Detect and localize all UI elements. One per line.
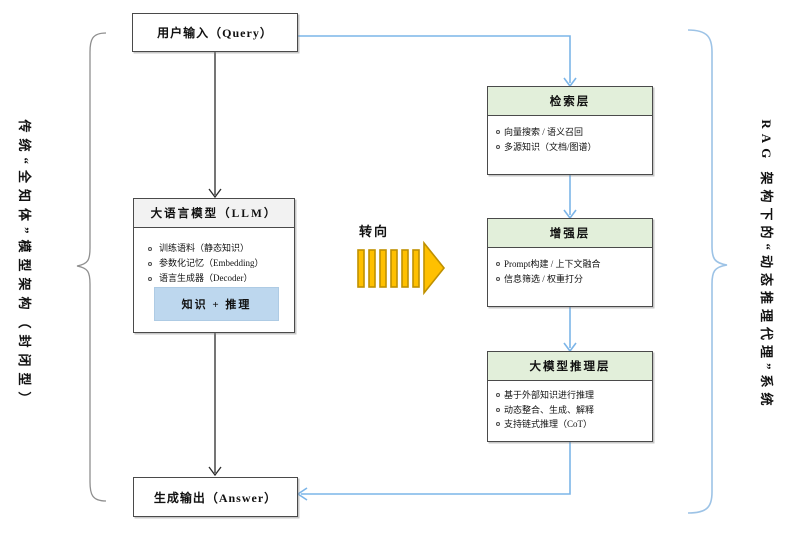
stripe-bar [379,249,387,288]
circle-bullet-icon [496,276,500,281]
arrow-reasoning-to-answer [301,442,571,495]
arrow-query-to-retrieval [298,35,571,83]
stripe-bar [357,249,365,288]
augmentation-layer-box: 增强层 Prompt构建 / 上下文融合 信息筛选 / 权重打分 [487,218,653,307]
retrieval-item-label: 多源知识（文档/图谱） [504,141,597,152]
circle-bullet-icon [496,130,500,135]
list-item: 基于外部知识进行推理 [496,388,646,403]
retrieval-layer-body: 向量搜索 / 语义召回 多源知识（文档/图谱） [488,116,652,154]
circle-bullet-icon [496,144,500,149]
circle-bullet-icon [496,422,500,427]
arrowhead-llm-to-answer [208,466,222,477]
list-item: 训练语料（静态知识） [148,241,288,256]
circle-bullet-icon [148,261,152,266]
stripe-bar [390,249,398,288]
retrieval-layer-box: 检索层 向量搜索 / 语义召回 多源知识（文档/图谱） [487,86,653,175]
right-architecture-label: RAG 架构下的“动态推理代理”系统 [759,119,775,411]
augmentation-item-label: Prompt构建 / 上下文融合 [504,259,601,269]
stripe-bar [412,249,420,288]
circle-bullet-icon [496,262,500,267]
llm-box-body: 训练语料（静态知识） 参数化记忆（Embedding） 语言生成器（Decode… [134,228,294,286]
stripe-bar [401,249,409,288]
answer-box: 生成输出（Answer） [133,477,298,517]
list-item: 向量搜索 / 语义召回 [496,125,646,140]
reasoning-layer-body: 基于外部知识进行推理 动态整合、生成、解释 支持链式推理（CoT） [488,381,652,432]
arrowhead-transition [423,240,446,296]
llm-item-label: 语言生成器（Decoder） [159,273,253,283]
reasoning-layer-box: 大模型推理层 基于外部知识进行推理 动态整合、生成、解释 支持链式推理（CoT） [487,351,653,442]
black-arrows [208,52,222,477]
arrowhead-query-to-llm [208,188,222,199]
left-architecture-label: 传统“全知体”模型架构（封闭型） [17,119,33,411]
llm-box: 大语言模型（LLM） 训练语料（静态知识） 参数化记忆（Embedding） 语… [133,198,295,333]
augmentation-layer-body: Prompt构建 / 上下文融合 信息筛选 / 权重打分 [488,248,652,286]
list-item: Prompt构建 / 上下文融合 [496,257,646,272]
reasoning-item-label: 动态整合、生成、解释 [504,404,595,415]
left-brace [76,32,107,502]
transition-label: 转向 [358,224,389,239]
reasoning-layer-header: 大模型推理层 [488,352,652,381]
list-item: 信息筛选 / 权重打分 [496,272,646,287]
stripe-bar [368,249,376,288]
reasoning-item-label: 支持链式推理（CoT） [504,419,593,429]
query-box: 用户输入（Query） [132,13,298,52]
llm-box-header: 大语言模型（LLM） [134,199,294,228]
llm-item-label: 参数化记忆（Embedding） [159,258,264,268]
augmentation-layer-header: 增强层 [488,219,652,248]
retrieval-item-label: 向量搜索 / 语义召回 [504,127,584,137]
query-box-title: 用户输入（Query） [157,26,273,40]
reasoning-item-label: 基于外部知识进行推理 [504,390,595,400]
augmentation-item-label: 信息筛选 / 权重打分 [504,273,584,284]
knowledge-reasoning-highlight: 知识 + 推理 [154,287,279,321]
answer-box-title: 生成输出（Answer） [153,490,278,505]
circle-bullet-icon [148,246,152,251]
retrieval-layer-header: 检索层 [488,87,652,116]
list-item: 动态整合、生成、解释 [496,403,646,418]
llm-item-label: 训练语料（静态知识） [159,243,250,253]
list-item: 支持链式推理（CoT） [496,417,646,432]
list-item: 参数化记忆（Embedding） [148,256,288,271]
list-item: 语言生成器（Decoder） [148,271,288,286]
right-brace [687,29,728,514]
circle-bullet-icon [496,407,500,412]
circle-bullet-icon [148,276,152,281]
transition-striped-arrow [357,240,446,296]
list-item: 多源知识（文档/图谱） [496,140,646,155]
circle-bullet-icon [496,393,500,398]
arrowhead-reasoning-to-answer [296,487,308,501]
